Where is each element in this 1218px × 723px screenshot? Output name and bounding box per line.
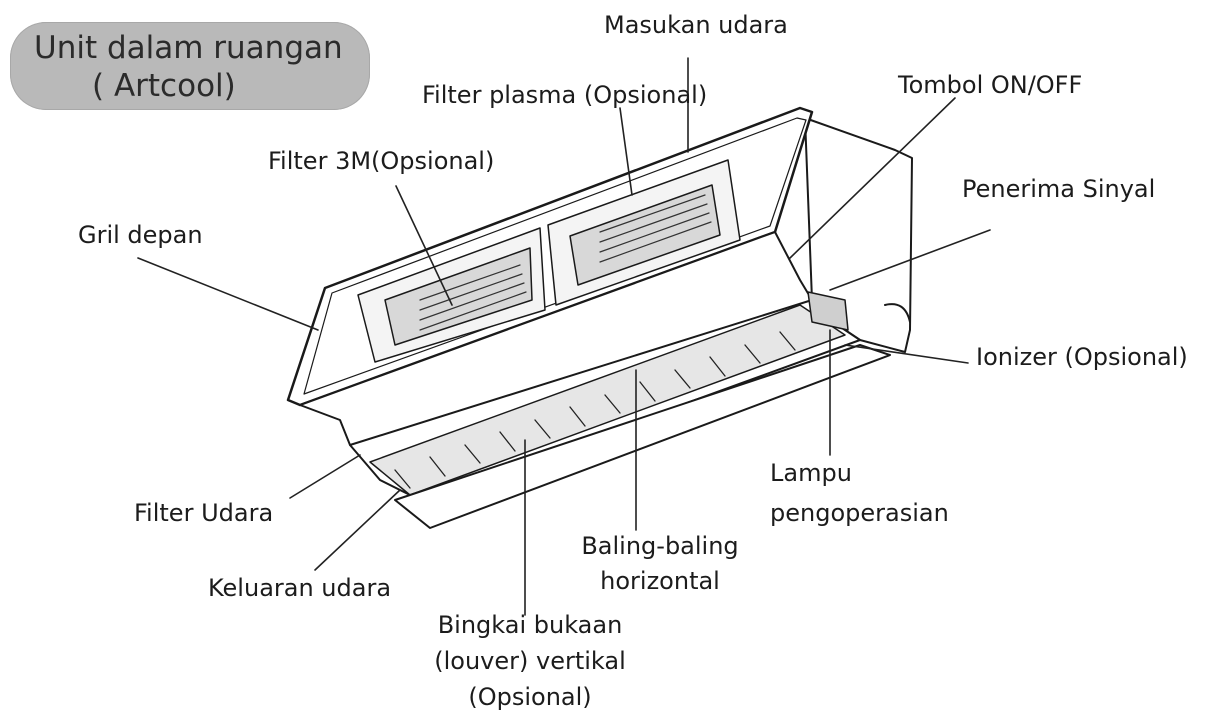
title-line-2: ( Artcool) [92, 68, 236, 104]
label-filter-udara: Filter Udara [134, 499, 274, 527]
label-filter-plasma: Filter plasma (Opsional) [422, 81, 708, 109]
label-filter-3m: Filter 3M(Opsional) [268, 147, 495, 175]
display-window [807, 291, 849, 331]
label-keluaran-udara: Keluaran udara [208, 574, 392, 602]
leader-lines [137, 57, 991, 616]
label-ionizer: Ionizer (Opsional) [976, 343, 1188, 371]
title-badge [10, 22, 370, 110]
label-lampu: Lampu [770, 459, 852, 487]
label-masukan-udara: Masukan udara [604, 11, 788, 39]
label-tombol-onoff: Tombol ON/OFF [898, 71, 1083, 99]
label-gril-depan: Gril depan [78, 221, 203, 249]
label-baling-baling: Baling-baling [581, 532, 739, 560]
label-horizontal: horizontal [600, 567, 720, 595]
label-penerima-sinyal: Penerima Sinyal [962, 175, 1156, 203]
label-bingkai-bukaan: Bingkai bukaan [437, 611, 623, 639]
label-pengoperasian: pengoperasian [770, 499, 949, 527]
air-outlet [369, 304, 846, 496]
label-opsional: (Opsional) [468, 683, 592, 711]
title-line-1: Unit dalam ruangan [34, 30, 343, 66]
bottom-lip [394, 344, 891, 529]
filter-mesh [419, 194, 712, 331]
louver-blades [394, 331, 796, 489]
label-louver-vertikal: (louver) vertikal [434, 647, 626, 675]
